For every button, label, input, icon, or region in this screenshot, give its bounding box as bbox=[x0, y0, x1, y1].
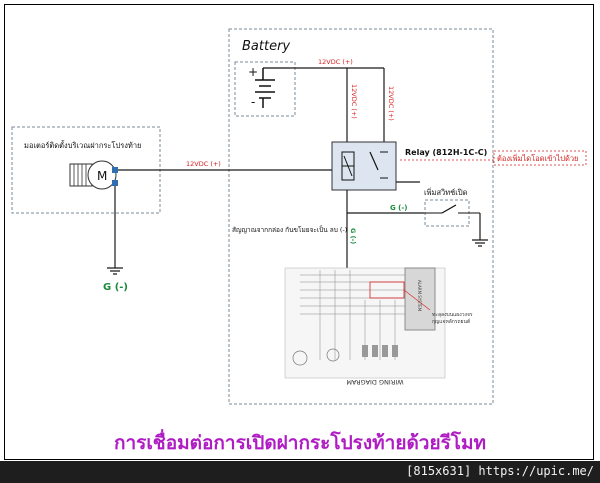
battery-label: Battery bbox=[242, 39, 290, 54]
wire-top-label: 12VDC (+) bbox=[318, 58, 353, 66]
wiring-module-text: ALARM SYSTEM bbox=[417, 280, 422, 312]
switch-label: เพิ่มสวิทช์เปิด bbox=[424, 187, 468, 197]
motor-letter: M bbox=[97, 169, 107, 183]
battery-region-box bbox=[228, 28, 494, 405]
ground-left-icon bbox=[107, 267, 123, 275]
battery-symbol-box bbox=[234, 61, 296, 117]
relay-note: ต้องเพิ่มไดโอดเข้าไปด้วย bbox=[497, 153, 578, 163]
ground-left-label: G (-) bbox=[103, 282, 128, 293]
relay-coil-icon bbox=[341, 151, 355, 181]
wire-vert-left-label: 12VDC (+) bbox=[350, 84, 358, 119]
caption-title: การเชื่อมต่อการเปิดฝากระโปรงท้ายด้วยรีโม… bbox=[113, 432, 487, 454]
motor-box-label: มอเตอร์ติดตั้งบริเวณฝากระโปรงท้าย bbox=[24, 140, 141, 150]
image-frame bbox=[4, 4, 594, 460]
wiring-diagram-thumbnail: ALARM SYSTEM bbox=[284, 267, 446, 379]
wiring-note-line2: กุญแจหลักรถยนต์ bbox=[432, 318, 470, 325]
battery-icon bbox=[255, 67, 290, 108]
relay-contact-icon bbox=[369, 151, 388, 179]
battery-minus-sign: - bbox=[251, 95, 255, 109]
relay-label: Relay (812H-1C-C) bbox=[405, 148, 487, 157]
motor-icon bbox=[69, 160, 118, 190]
wire-motor-label: 12VDC (+) bbox=[186, 160, 221, 168]
ground-right-icon bbox=[472, 239, 488, 247]
footer-bar: [815x631] https://upic.me/ bbox=[0, 461, 600, 483]
wiring-note-line1: ทะลุลงบนแผงวงจร bbox=[432, 312, 473, 318]
signal-label: สัญญาณจากกล่อง กันขโมยจะเป็น ลบ (-) bbox=[232, 225, 347, 234]
wiring-diagram-title: WIRING DIAGRAM bbox=[346, 378, 403, 386]
signal-g-label: G (-) bbox=[349, 228, 357, 244]
relay-note-box bbox=[493, 150, 587, 166]
wire-vert-right-label: 12VDC (+) bbox=[387, 86, 395, 121]
battery-plus-sign: + bbox=[248, 65, 258, 79]
footer-text: [815x631] https://upic.me/ bbox=[406, 464, 594, 478]
switch-icon bbox=[425, 204, 480, 214]
switch-ground-label: G (-) bbox=[390, 204, 408, 212]
